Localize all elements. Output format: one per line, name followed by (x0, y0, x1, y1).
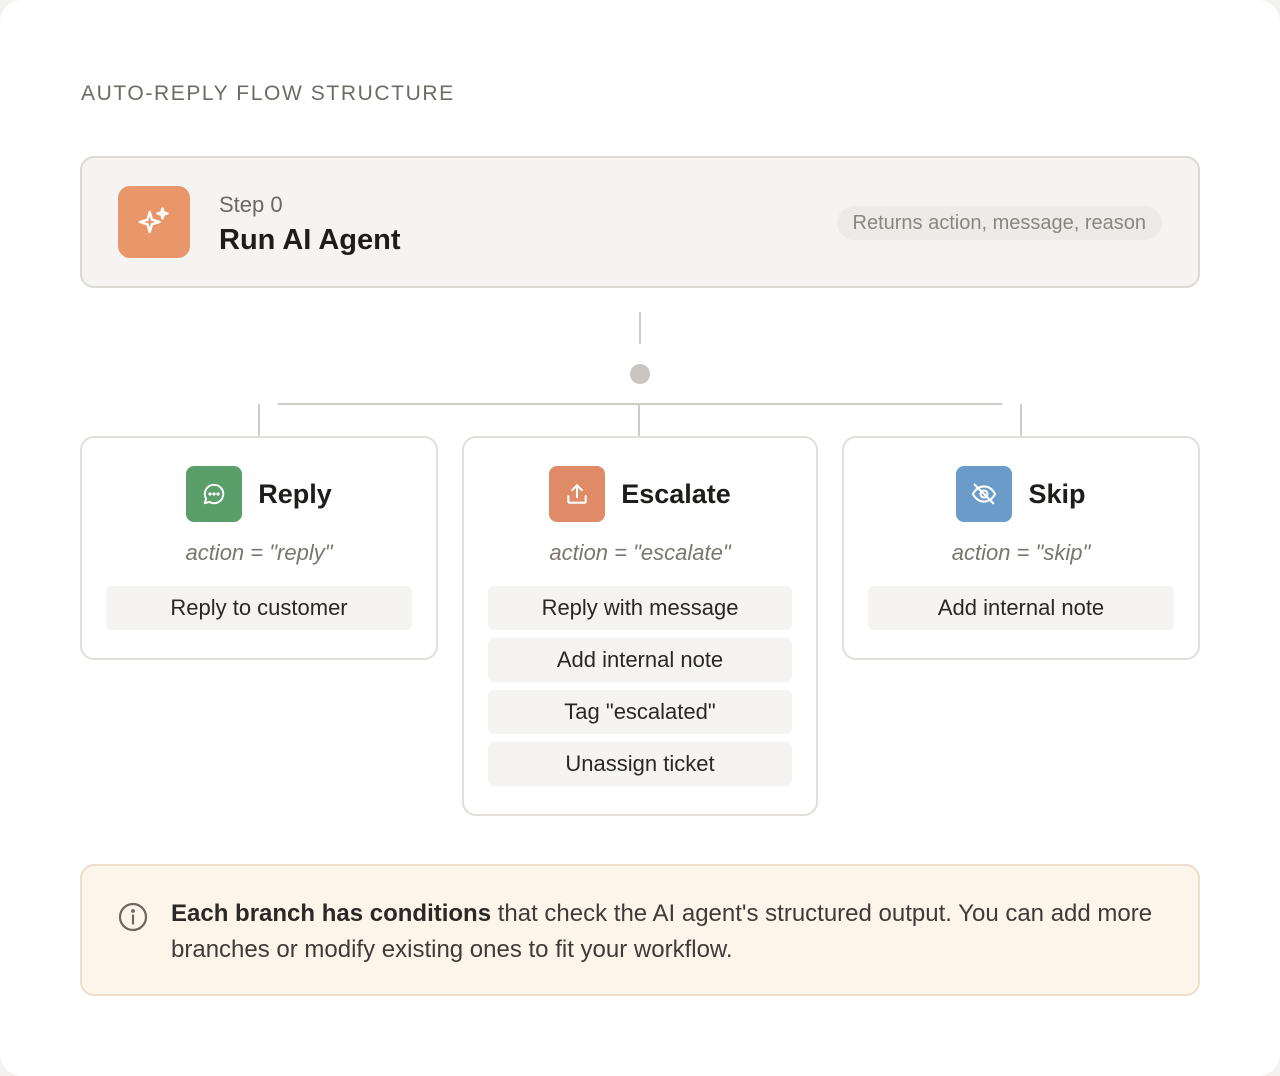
section-title: AUTO-REPLY FLOW STRUCTURE (81, 82, 455, 105)
branch-card-escalate[interactable]: Escalate action = "escalate" Reply with … (462, 436, 818, 816)
step-card-run-ai-agent[interactable]: Step 0 Run AI Agent Returns action, mess… (80, 156, 1200, 288)
step-name: Run AI Agent (219, 224, 401, 256)
action-item[interactable]: Add internal note (868, 586, 1174, 630)
branch-header: Reply (82, 466, 436, 522)
step-number: Step 0 (219, 192, 283, 217)
info-text: Each branch has conditions that check th… (171, 896, 1171, 968)
info-icon (117, 901, 149, 933)
branch-actions: Reply with message Add internal note Tag… (488, 586, 792, 794)
branch-condition: action = "escalate" (549, 540, 731, 565)
eye-off-icon (956, 466, 1013, 522)
branch-header: Escalate (464, 466, 816, 522)
branch-condition: action = "skip" (951, 540, 1091, 565)
info-callout: Each branch has conditions that check th… (80, 864, 1200, 996)
action-item[interactable]: Tag "escalated" (488, 690, 792, 734)
branch-card-skip[interactable]: Skip action = "skip" Add internal note (842, 436, 1200, 660)
upload-icon (549, 466, 606, 522)
connector-horizontal (278, 403, 1002, 405)
branch-card-reply[interactable]: Reply action = "reply" Reply to customer (80, 436, 438, 660)
branch-actions: Reply to customer (106, 586, 412, 638)
connector-step-to-junction (639, 312, 641, 344)
chat-bubble-icon (186, 466, 243, 522)
branch-header: Skip (844, 466, 1198, 522)
branch-name: Skip (1028, 478, 1086, 509)
info-text-bold: Each branch has conditions (171, 900, 492, 927)
action-item[interactable]: Unassign ticket (488, 742, 792, 786)
branch-name: Escalate (621, 478, 731, 509)
connector-to-skip (1020, 404, 1022, 436)
branch-actions: Add internal note (868, 586, 1174, 638)
sparkles-icon (118, 186, 190, 258)
branch-name: Reply (258, 478, 332, 509)
info-text-body: that check the AI agent's structured out… (171, 900, 1153, 963)
action-item[interactable]: Reply to customer (106, 586, 412, 630)
connector-to-escalate (638, 404, 640, 436)
branch-condition: action = "reply" (185, 540, 333, 565)
connector-to-reply (258, 404, 260, 436)
returns-badge: Returns action, message, reason (836, 206, 1162, 240)
action-item[interactable]: Add internal note (488, 638, 792, 682)
action-item[interactable]: Reply with message (488, 586, 792, 630)
junction-node (630, 364, 650, 384)
